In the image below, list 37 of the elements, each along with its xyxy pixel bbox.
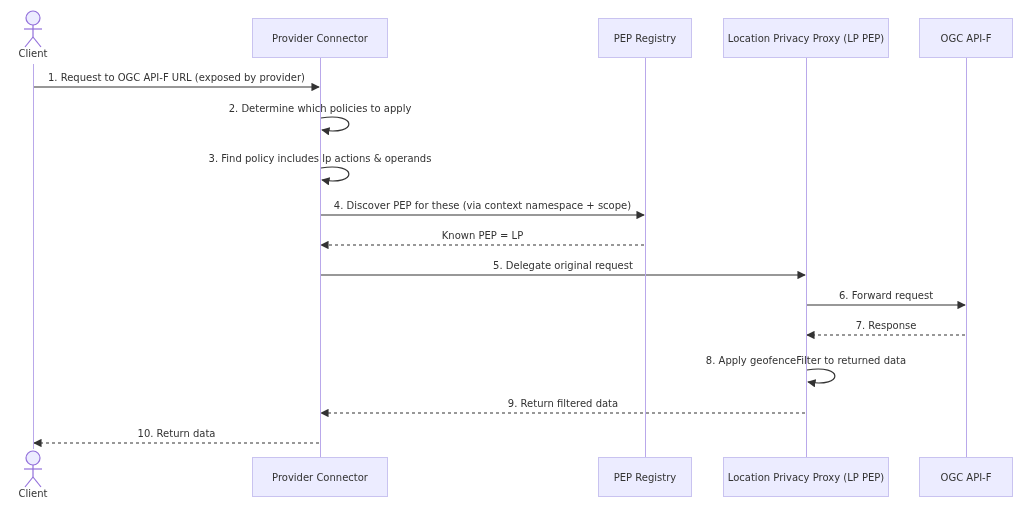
edge-label: 5. Delegate original request [493, 260, 633, 271]
message-arrow [320, 270, 806, 280]
message-arrow [806, 330, 966, 340]
message-arrow [320, 210, 645, 220]
message-arrow [33, 82, 320, 92]
edge-label: 8. Apply geofenceFilter to returned data [705, 355, 907, 366]
lifeline [32, 64, 34, 449]
participant-box: Location Privacy Proxy (LP PEP) [723, 457, 889, 497]
edge-label: 3. Find policy includes lp actions & operands [208, 153, 432, 164]
lifeline [805, 58, 807, 457]
lifeline [965, 58, 967, 457]
lifeline [644, 58, 646, 457]
edge-label: 9. Return filtered data [507, 398, 619, 409]
participant-box: Location Privacy Proxy (LP PEP) [723, 18, 889, 58]
participant-box: PEP Registry [598, 18, 692, 58]
lifeline [319, 58, 321, 457]
edge-label: 4. Discover PEP for these (via context namespace + scope) [333, 200, 632, 211]
edge-label: 2. Determine which policies to apply [228, 103, 412, 114]
message-arrow [320, 408, 806, 418]
participant-box: Provider Connector [252, 18, 388, 58]
edge-label: 1. Request to OGC API-F URL (exposed by provider) [47, 72, 306, 83]
edge-label: 6. Forward request [838, 290, 934, 301]
participant-box: OGC API-F [919, 18, 1013, 58]
participant-box: PEP Registry [598, 457, 692, 497]
actor-name: Client [18, 488, 48, 499]
actor-name: Client [18, 48, 48, 59]
edge-label: Known PEP = LP [441, 230, 524, 241]
message-arrow [806, 368, 836, 387]
message-arrow [320, 166, 350, 185]
message-arrow [320, 240, 645, 250]
edge-label: 7. Response [855, 320, 917, 331]
message-arrow [33, 438, 320, 448]
edge-label: 10. Return data [137, 428, 216, 439]
message-arrow [806, 300, 966, 310]
participant-box: OGC API-F [919, 457, 1013, 497]
participant-box: Provider Connector [252, 457, 388, 497]
message-arrow [320, 116, 350, 135]
